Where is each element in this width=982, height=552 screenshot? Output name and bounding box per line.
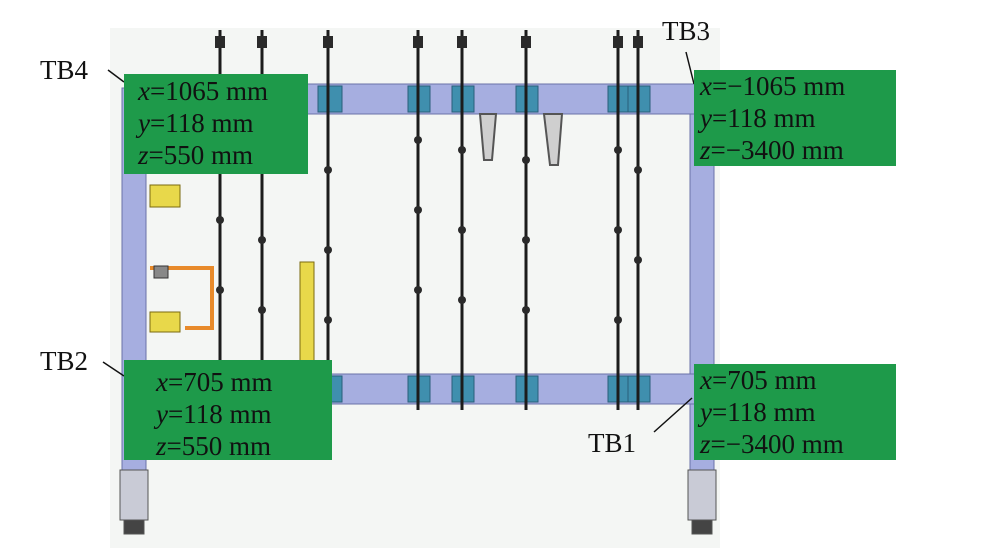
coord-y-line: y=118 mm [156,399,272,429]
side-clamp [153,265,169,279]
coord-z-value: 550 mm [163,140,254,170]
yellow-post [299,261,315,363]
coord-x-line: x=705 mm [156,367,273,397]
yellow-block-top [149,184,181,208]
clamp-details [215,36,643,324]
yellow-block-bottom [149,311,181,333]
coord-y-line: y=118 mm [700,103,816,133]
coord-x-line: x=705 mm [700,365,817,395]
coord-z-value: −3400 mm [725,135,844,165]
coord-box-tb3: x=−1065 mm y=118 mm z=−3400 mm [694,70,896,166]
left-foot [119,469,149,535]
coord-y-value: 118 mm [165,108,254,138]
coord-y-line: y=118 mm [138,108,254,138]
label-tb3: TB3 [662,16,711,46]
coord-x-value: 705 mm [727,365,817,395]
coord-z-line: z=550 mm [156,431,272,461]
coord-z-line: z=550 mm [138,140,254,170]
coord-x-value: 705 mm [183,367,273,397]
hanging-hooks [478,113,564,166]
coord-y-value: 118 mm [183,399,272,429]
label-tb2: TB2 [40,346,89,376]
coord-box-tb2: x=705 mm y=118 mm z=550 mm [124,360,332,461]
right-foot [687,469,717,535]
coord-z-value: 550 mm [181,431,272,461]
coord-box-tb4: x=1065 mm y=118 mm z=550 mm [124,74,308,174]
coord-z-line: z=−3400 mm [700,429,844,459]
coord-z-value: −3400 mm [725,429,844,459]
coord-x-value: −1065 mm [727,71,846,101]
label-tb4: TB4 [40,55,89,85]
coord-y-value: 118 mm [727,103,816,133]
coord-y-value: 118 mm [727,397,816,427]
coord-x-line: x=−1065 mm [700,71,846,101]
coord-z-line: z=−3400 mm [700,135,844,165]
coord-y-line: y=118 mm [700,397,816,427]
coord-x-line: x=1065 mm [138,76,268,106]
orange-bracket [150,266,214,330]
coord-box-tb1: x=705 mm y=118 mm z=−3400 mm [694,364,896,460]
leader-lines [102,51,695,433]
label-tb1: TB1 [588,428,637,458]
coord-x-value: 1065 mm [165,76,268,106]
